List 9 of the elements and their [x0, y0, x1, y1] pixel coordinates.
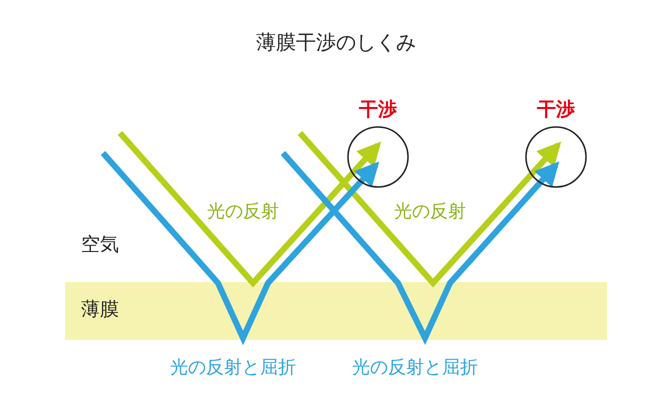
refraction-label: 光の反射と屈折: [352, 359, 478, 377]
interference-label: 干渉: [359, 100, 397, 120]
interference-label: 干渉: [537, 100, 575, 120]
refraction-label: 光の反射と屈折: [170, 359, 296, 377]
reflection-label: 光の反射: [207, 203, 279, 221]
medium-label: 薄膜: [81, 300, 119, 320]
reflection-label: 光の反射: [394, 203, 466, 221]
medium-label: 空気: [81, 236, 119, 254]
diagram-title: 薄膜干渉のしくみ: [256, 32, 416, 52]
